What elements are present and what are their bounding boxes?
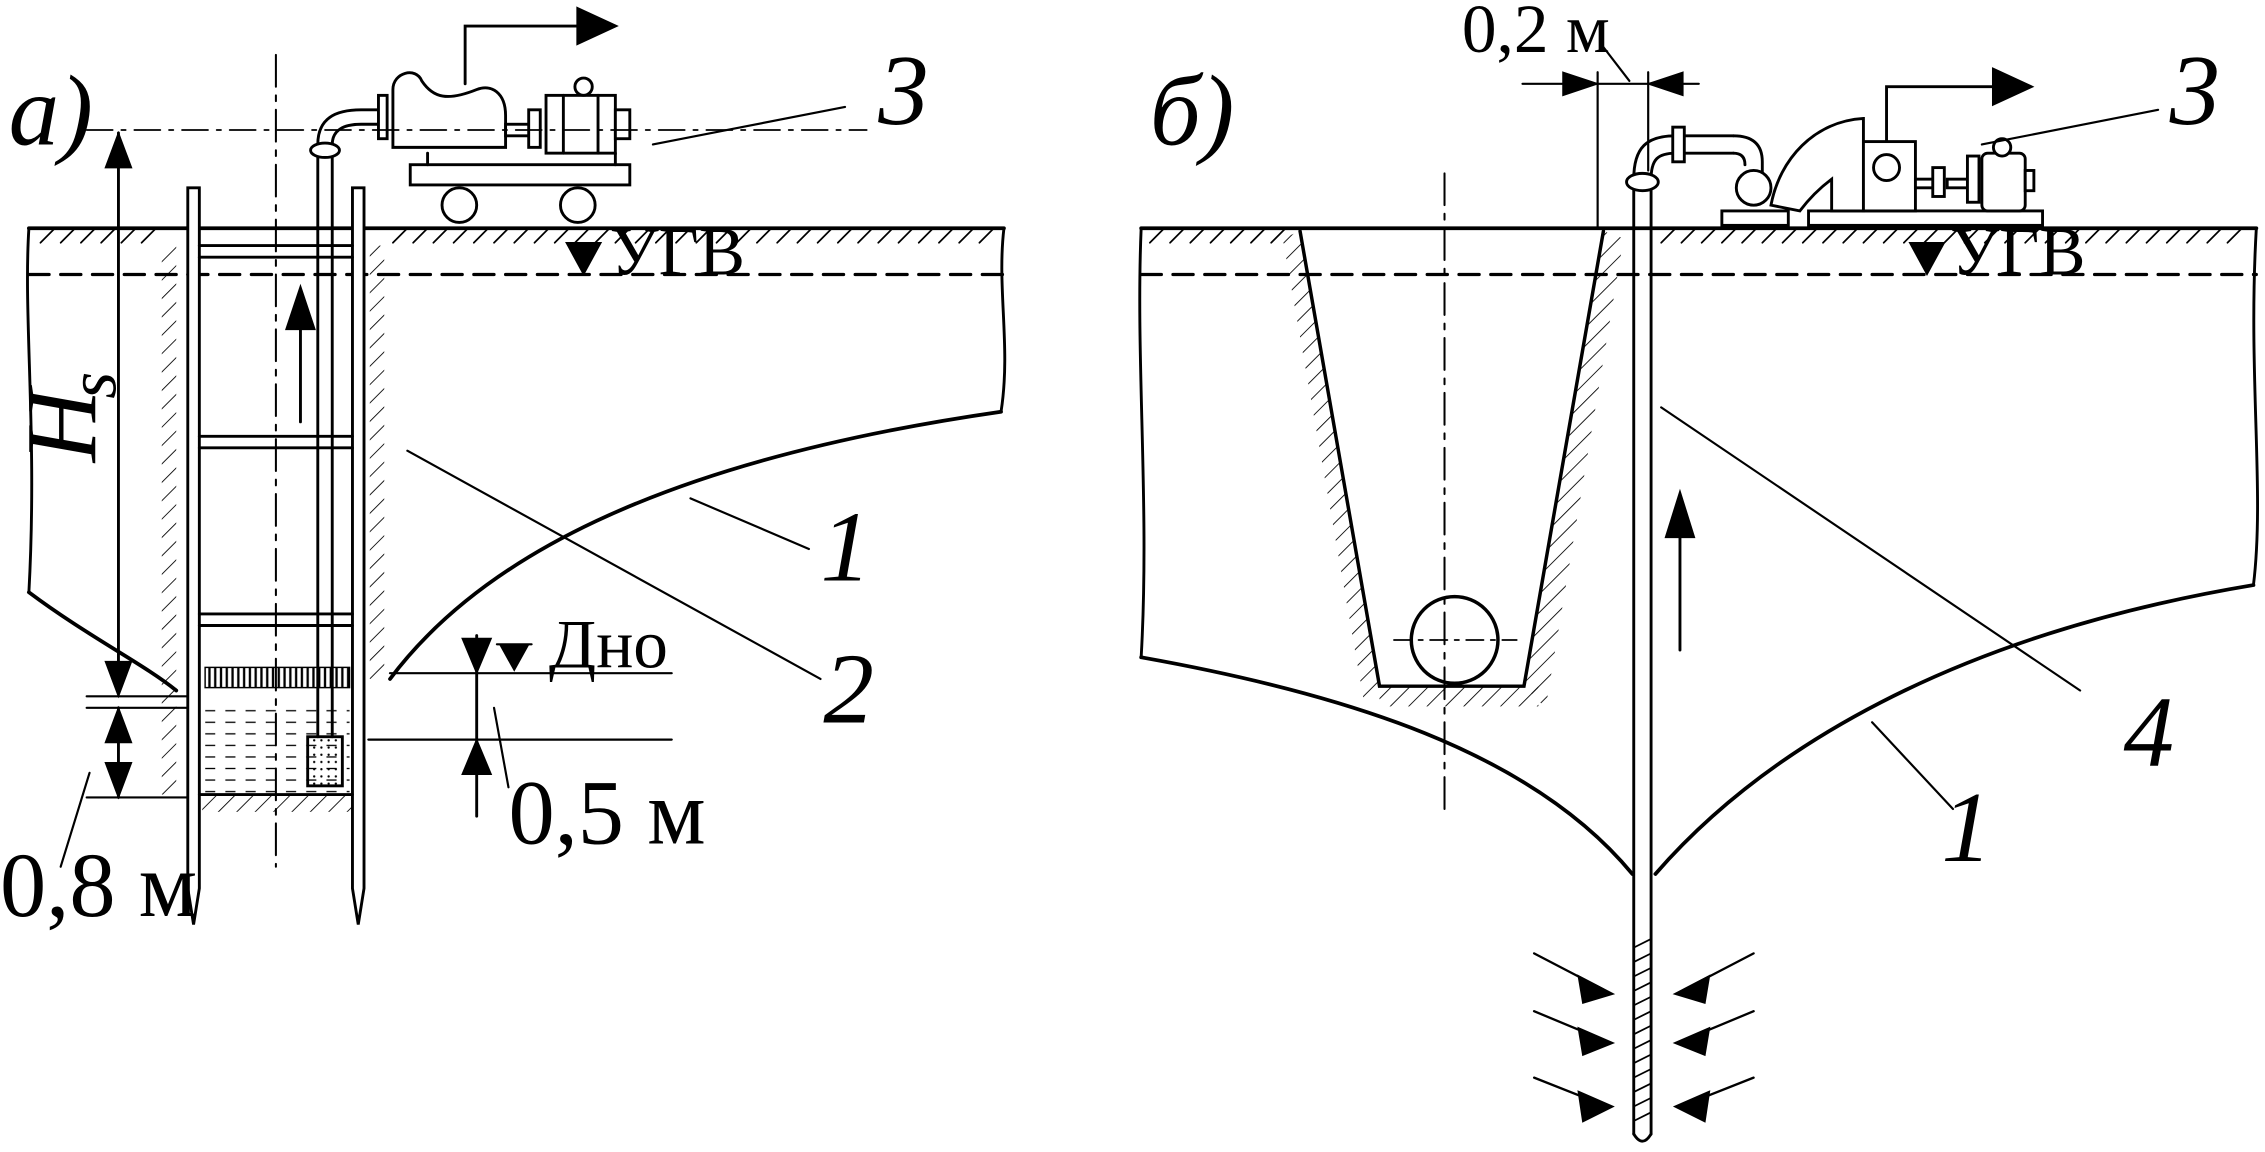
- trench-right-hatch: [1523, 231, 1624, 708]
- sump-arrow-top: [104, 705, 133, 744]
- suction-strainer-a: [306, 735, 344, 788]
- break-line-right-b: [2251, 226, 2260, 587]
- leader-1-a: [689, 497, 811, 551]
- callout-1-b: 1: [1941, 771, 1992, 883]
- depression-curve-a: [388, 409, 1003, 681]
- bottom-layer-a: [204, 666, 351, 689]
- callout-4-b: 4: [2123, 676, 2174, 788]
- hs-arrow-top: [104, 130, 133, 169]
- pipe-elbow-inner-a: [330, 122, 380, 146]
- offset-label: 0,2 м: [1462, 0, 1610, 67]
- callout-1-a: 1: [820, 491, 871, 603]
- pump-unit-a: [377, 6, 632, 224]
- break-line-left-b: [1138, 226, 1146, 659]
- pipe-elbow-outer-a: [316, 108, 380, 146]
- bottom-marker: [498, 643, 530, 672]
- leader-3-a: [651, 105, 847, 146]
- left-wall-hatch-a: [161, 245, 177, 795]
- sump-floor-hatch: [202, 794, 353, 812]
- sump-leader: [59, 771, 91, 868]
- trench-floor-hatch: [1379, 686, 1539, 707]
- surface-hatch-a: [39, 227, 995, 244]
- callout-3-a: 3: [877, 34, 929, 146]
- leader-2-a: [406, 449, 822, 681]
- break-line-left-a: [26, 226, 34, 594]
- pipe-elbow-inner-b: [1649, 151, 1735, 181]
- leader-4-b: [1660, 406, 2082, 692]
- depth-label: 0,5 м: [508, 762, 705, 864]
- surface-hatch-b: [1148, 227, 2243, 244]
- depth-leader: [492, 706, 510, 789]
- wellpoint-filter: [1632, 938, 1652, 1122]
- leader-1-b: [1871, 721, 1955, 811]
- water-table-label-b: УГВ: [1950, 212, 2085, 289]
- leader-3-b: [1980, 108, 2160, 146]
- bottom-label: Дно: [549, 605, 668, 682]
- depression-curve-left-b: [1139, 655, 1635, 876]
- hs-arrow-bottom: [104, 660, 133, 699]
- water-table-label-a: УГВ: [610, 212, 745, 289]
- pump-unit-b: [1720, 67, 2044, 227]
- sheet-pile-right: [351, 186, 366, 925]
- callout-2-a: 2: [823, 632, 874, 744]
- pipe-flange-a: [309, 141, 341, 159]
- inflow-arrows: [1532, 952, 1755, 1123]
- panel-a-label: а): [9, 54, 93, 166]
- depression-curve-left-a: [27, 590, 179, 693]
- panel-b-label: б): [1150, 54, 1235, 166]
- hs-symbol: H: [5, 384, 117, 464]
- hs-subscript: s: [54, 372, 131, 399]
- callout-3-b: 3: [2169, 34, 2221, 146]
- sump-depth-label: 0,8 м: [0, 834, 197, 936]
- panel-a: [26, 6, 1007, 925]
- depression-curve-right-b: [1653, 583, 2256, 876]
- sump-arrow-bottom: [104, 762, 133, 800]
- water-table-marker-a: [565, 241, 603, 276]
- break-line-right-a: [999, 226, 1007, 414]
- water-table-marker-b: [1908, 241, 1946, 276]
- right-wall-hatch-a: [369, 245, 385, 679]
- hs-label: H s: [5, 372, 130, 465]
- sheet-pile-left: [186, 186, 201, 925]
- panel-b: [1138, 42, 2260, 1143]
- trench-left-hatch: [1282, 231, 1380, 708]
